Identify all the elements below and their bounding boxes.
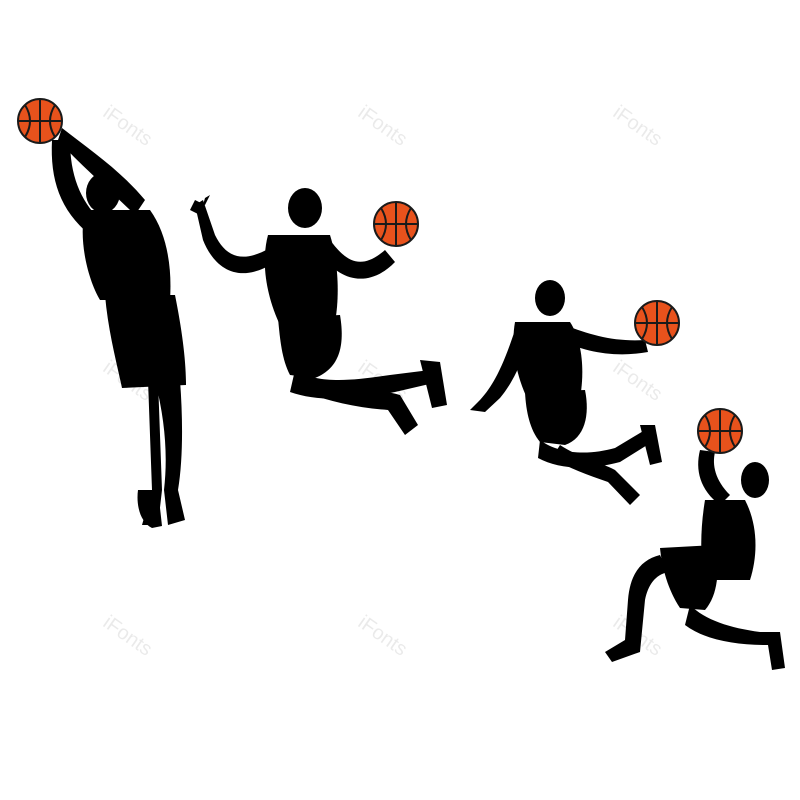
basketball-1 (17, 98, 63, 144)
basketball-2 (373, 201, 419, 247)
basketball-3 (634, 300, 680, 346)
basketball-4 (697, 408, 743, 454)
player-dunking-midair (190, 188, 447, 435)
player-driving-layup (470, 280, 662, 505)
player-reaching-up (51, 128, 186, 528)
player-kneeling-shot (605, 450, 785, 670)
